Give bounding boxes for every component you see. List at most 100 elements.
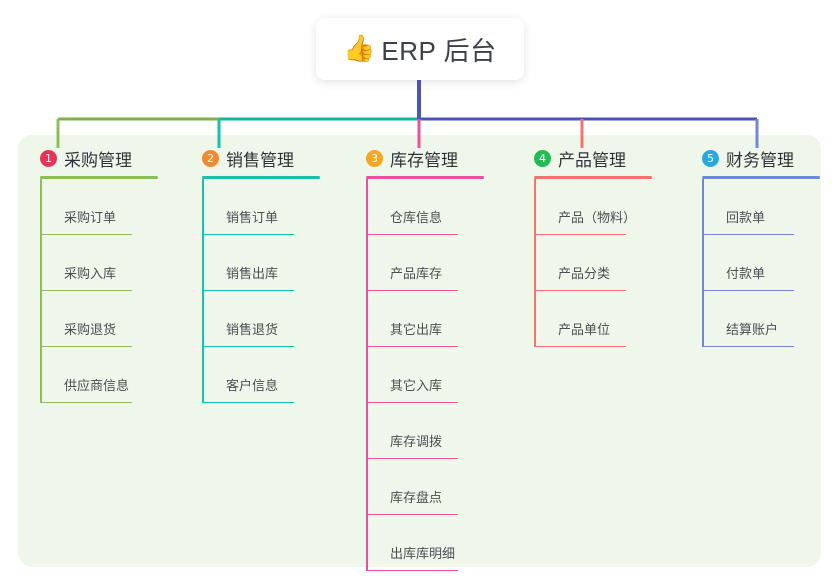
column-trunk-line	[40, 179, 42, 403]
column-underline	[534, 176, 652, 179]
module-item-label: 采购退货	[64, 322, 117, 337]
module-item-label: 付款单	[726, 266, 766, 281]
module-item[interactable]: 产品单位	[534, 291, 652, 347]
module-item-underline	[40, 401, 132, 403]
module-item[interactable]: 其它入库	[366, 347, 484, 403]
module-item[interactable]: 采购入库	[40, 235, 158, 291]
module-item[interactable]: 产品库存	[366, 235, 484, 291]
module-item-underline	[202, 401, 294, 403]
column-header-3[interactable]: 3 库存管理	[344, 146, 484, 170]
module-item-label: 仓库信息	[390, 210, 443, 225]
module-item-underline	[202, 289, 294, 291]
module-item-label: 供应商信息	[64, 378, 130, 393]
module-column-3: 3 库存管理仓库信息产品库存其它出库其它入库库存调拨库存盘点出库库明细	[344, 146, 484, 571]
column-number-badge: 3	[366, 149, 383, 167]
module-item-label: 采购入库	[64, 266, 117, 281]
module-item-label: 销售退货	[226, 322, 279, 337]
module-item[interactable]: 采购退货	[40, 291, 158, 347]
module-item-underline	[202, 233, 294, 235]
module-item-underline	[366, 457, 458, 459]
module-item-underline	[534, 289, 626, 291]
module-column-2: 2 销售管理销售订单销售出库销售退货客户信息	[180, 146, 320, 403]
module-item-underline	[202, 345, 294, 347]
module-item-label: 其它入库	[390, 378, 443, 393]
module-item[interactable]: 供应商信息	[40, 347, 158, 403]
column-title: 库存管理	[390, 150, 458, 170]
column-header-2[interactable]: 2 销售管理	[180, 146, 320, 170]
module-item-label: 产品（物料）	[558, 210, 637, 225]
module-item-underline	[366, 569, 458, 571]
module-item[interactable]: 其它出库	[366, 291, 484, 347]
module-item[interactable]: 付款单	[702, 235, 820, 291]
module-item-label: 产品库存	[390, 266, 443, 281]
column-underline	[702, 176, 820, 179]
module-item[interactable]: 仓库信息	[366, 179, 484, 235]
module-item[interactable]: 产品分类	[534, 235, 652, 291]
module-item[interactable]: 销售订单	[202, 179, 320, 235]
column-number-badge: 4	[534, 149, 551, 167]
module-item-underline	[366, 233, 458, 235]
module-column-4: 4 产品管理产品（物料） 产品分类产品单位	[512, 146, 652, 347]
module-item-underline	[702, 345, 794, 347]
column-title: 销售管理	[226, 150, 294, 170]
column-number-badge: 2	[202, 149, 219, 167]
module-item-underline	[702, 289, 794, 291]
column-underline	[366, 176, 484, 179]
modules-panel	[18, 135, 821, 567]
column-items: 回款单付款单结算账户	[702, 179, 820, 347]
module-item[interactable]: 出库库明细	[366, 515, 484, 571]
column-items: 销售订单销售出库销售退货客户信息	[202, 179, 320, 403]
module-item[interactable]: 结算账户	[702, 291, 820, 347]
module-item-label: 产品单位	[558, 322, 611, 337]
module-column-1: 1 采购管理采购订单采购入库采购退货供应商信息	[18, 146, 158, 403]
module-item[interactable]: 产品（物料）	[534, 179, 652, 235]
module-item-underline	[366, 289, 458, 291]
module-item[interactable]: 库存盘点	[366, 459, 484, 515]
module-item[interactable]: 采购订单	[40, 179, 158, 235]
column-items: 产品（物料） 产品分类产品单位	[534, 179, 652, 347]
module-item-underline	[366, 345, 458, 347]
column-number-badge: 1	[40, 149, 57, 167]
column-title: 采购管理	[64, 150, 132, 170]
column-number-badge: 5	[702, 149, 719, 167]
module-item[interactable]: 客户信息	[202, 347, 320, 403]
root-node-title: ERP 后台	[381, 35, 497, 66]
column-header-5[interactable]: 5 财务管理	[680, 146, 820, 170]
module-item-label: 销售订单	[226, 210, 279, 225]
module-item-underline	[702, 233, 794, 235]
column-title: 产品管理	[558, 150, 626, 170]
column-header-4[interactable]: 4 产品管理	[512, 146, 652, 170]
module-item-underline	[40, 345, 132, 347]
module-item-underline	[40, 289, 132, 291]
module-item-label: 出库库明细	[390, 546, 456, 561]
module-item[interactable]: 回款单	[702, 179, 820, 235]
module-item-label: 回款单	[726, 210, 766, 225]
column-items: 仓库信息产品库存其它出库其它入库库存调拨库存盘点出库库明细	[366, 179, 484, 571]
module-item[interactable]: 库存调拨	[366, 403, 484, 459]
module-item-label: 客户信息	[226, 378, 279, 393]
module-item[interactable]: 销售出库	[202, 235, 320, 291]
column-header-1[interactable]: 1 采购管理	[18, 146, 158, 170]
module-item-underline	[534, 233, 626, 235]
module-item[interactable]: 销售退货	[202, 291, 320, 347]
column-underline	[40, 176, 158, 179]
column-trunk-line	[202, 179, 204, 403]
module-column-5: 5 财务管理回款单付款单结算账户	[680, 146, 820, 347]
module-item-label: 库存盘点	[390, 490, 443, 505]
thumbs-up-icon: 👍	[343, 33, 376, 63]
module-item-label: 采购订单	[64, 210, 117, 225]
module-item-label: 结算账户	[726, 322, 779, 337]
column-items: 采购订单采购入库采购退货供应商信息	[40, 179, 158, 403]
column-underline	[202, 176, 320, 179]
module-item-label: 其它出库	[390, 322, 443, 337]
module-item-underline	[366, 401, 458, 403]
column-trunk-line	[366, 179, 368, 571]
column-title: 财务管理	[726, 150, 794, 170]
module-item-label: 产品分类	[558, 266, 611, 281]
root-node-erp-backend[interactable]: 👍 ERP 后台	[316, 18, 524, 80]
module-item-label: 库存调拨	[390, 434, 443, 449]
column-trunk-line	[534, 179, 536, 347]
module-item-underline	[366, 513, 458, 515]
